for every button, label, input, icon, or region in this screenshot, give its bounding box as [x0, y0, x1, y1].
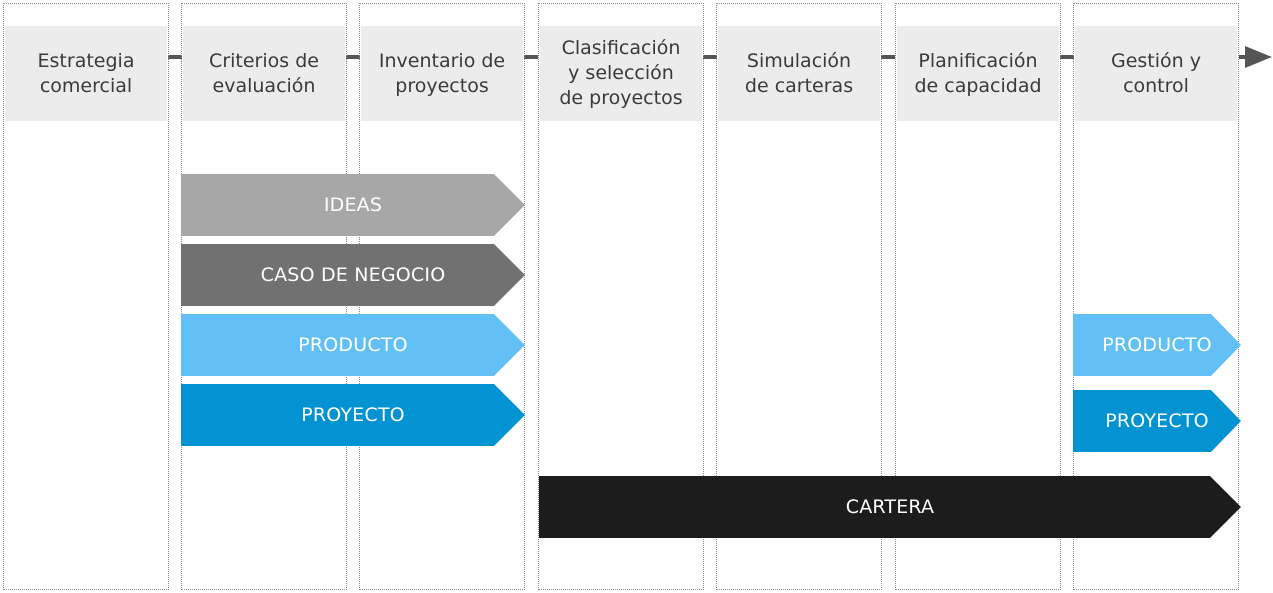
band-proyecto: PROYECTO [181, 384, 525, 446]
connector-4-5 [703, 55, 717, 59]
stage-column-gestion: Gestión y control [1073, 3, 1239, 590]
band-producto-control: PRODUCTO [1073, 314, 1241, 376]
stage-header-gestion: Gestión y control [1075, 26, 1237, 121]
stage-column-simulacion: Simulación de carteras [716, 3, 882, 590]
process-arrowhead [1245, 46, 1272, 68]
stage-header-estrategia: Estrategia comercial [5, 26, 167, 121]
band-proyecto-control: PROYECTO [1073, 390, 1241, 452]
band-caso-de-negocio: CASO DE NEGOCIO [181, 244, 525, 306]
stage-column-planificacion: Planificación de capacidad [895, 3, 1061, 590]
connector-2-3 [346, 55, 360, 59]
band-producto-label: PRODUCTO [298, 334, 408, 356]
band-cartera-label: CARTERA [845, 496, 935, 518]
band-ideas: IDEAS [181, 174, 525, 236]
band-producto-control-label: PRODUCTO [1102, 334, 1212, 356]
band-producto: PRODUCTO [181, 314, 525, 376]
stage-header-clasificacion: Clasificación y selección de proyectos [540, 26, 702, 121]
connector-1-2 [168, 55, 182, 59]
stage-header-criterios: Criterios de evaluación [183, 26, 345, 121]
stage-header-simulacion: Simulación de carteras [718, 26, 880, 121]
band-proyecto-label: PROYECTO [301, 404, 405, 426]
stage-header-planificacion: Planificación de capacidad [897, 26, 1059, 121]
connector-5-6 [881, 55, 895, 59]
stage-column-estrategia: Estrategia comercial [3, 3, 169, 590]
connector-3-4 [524, 55, 538, 59]
band-caso-de-negocio-label: CASO DE NEGOCIO [260, 264, 446, 286]
stage-header-inventario: Inventario de proyectos [361, 26, 523, 121]
band-cartera: CARTERA [539, 476, 1241, 538]
stage-column-inventario: Inventario de proyectos [359, 3, 525, 590]
connector-6-7 [1060, 55, 1074, 59]
stage-column-clasificacion: Clasificación y selección de proyectos [538, 3, 704, 590]
connector-end [1239, 55, 1247, 59]
band-proyecto-control-label: PROYECTO [1105, 410, 1209, 432]
stage-column-criterios: Criterios de evaluación [181, 3, 347, 590]
band-ideas-label: IDEAS [323, 194, 383, 216]
